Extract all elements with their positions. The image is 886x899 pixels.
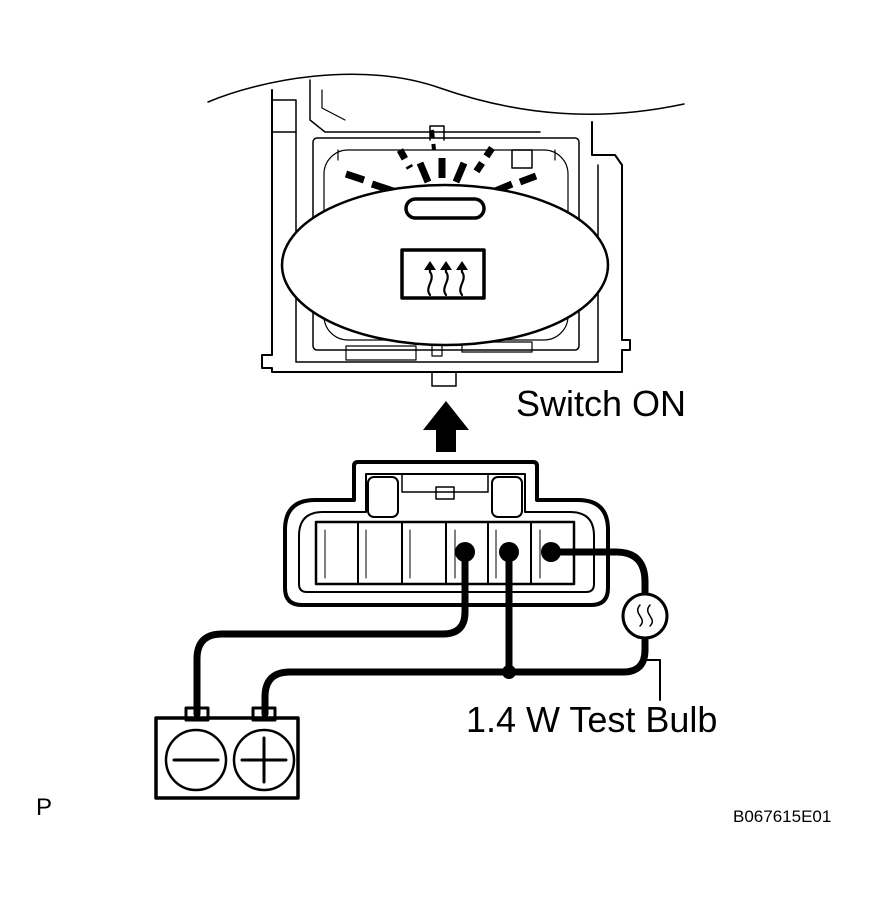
rear-defogger-icon: [400, 248, 486, 300]
figure-code: B067615E01: [733, 807, 832, 826]
terminal-dots: [455, 542, 561, 679]
test-bulb-icon: [621, 592, 669, 701]
wiring: [193, 548, 649, 718]
test-bulb-label: 1.4 W Test Bulb: [466, 699, 718, 740]
battery-icon: [154, 706, 300, 800]
corner-letter: P: [36, 794, 53, 821]
switch-on-label: Switch ON: [516, 383, 687, 424]
indicator-lamp: [404, 197, 486, 220]
positive-terminal-icon: [232, 728, 296, 792]
connector: [283, 460, 610, 607]
negative-terminal-icon: [164, 728, 228, 792]
indicator-light-rays: [344, 129, 538, 198]
up-arrow-icon: [423, 401, 469, 452]
